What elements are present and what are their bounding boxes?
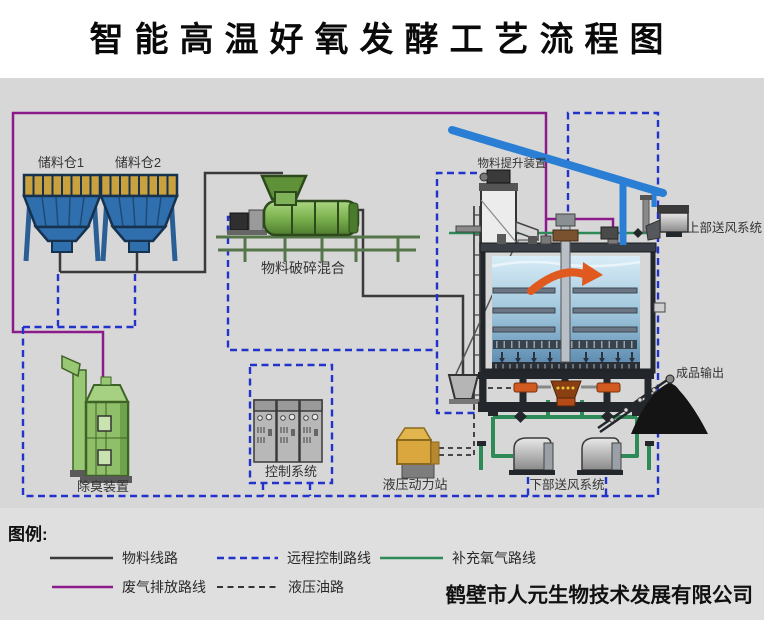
legend-heading: 图例: — [8, 524, 48, 544]
oxygen-valve-icon — [633, 228, 643, 238]
legend-label-oxygen: 补充氧气路线 — [452, 550, 536, 566]
crusher-mixer-machine — [216, 174, 420, 262]
product-pile — [631, 383, 708, 434]
roof-structure — [448, 126, 667, 245]
lower-air-blowers — [509, 437, 623, 475]
product-output-label: 成品输出 — [676, 365, 724, 380]
legend-label-hydraulic: 液压油路 — [288, 579, 344, 595]
upper-air-blower — [640, 195, 689, 241]
page-title: 智能高温好氧发酵工艺流程图 — [90, 21, 675, 59]
legend-label-remote: 远程控制路线 — [287, 550, 371, 566]
lifter-label: 物料提升装置 — [478, 156, 547, 170]
fermentation-tank — [479, 213, 666, 374]
lower-air-label: 下部送风系统 — [529, 477, 604, 492]
header-background — [0, 0, 764, 78]
control-system-cabinets — [253, 399, 323, 463]
hydraulic-power-station — [395, 427, 440, 479]
legend-label-material: 物料线路 — [122, 550, 178, 566]
legend: 图例: 物料线路 远程控制路线 补充氧气路线 废气排放路线 液压油路 — [8, 524, 536, 595]
company-name: 鹤壁市人元生物技术发展有限公司 — [446, 583, 754, 607]
upper-air-label: 上部送风系统 — [687, 220, 762, 235]
hydraulic-cylinder — [596, 382, 621, 393]
crusher-label: 物料破碎混合 — [261, 260, 345, 276]
control-label: 控制系统 — [265, 464, 317, 479]
tank-support-structure — [478, 372, 654, 412]
legend-background — [0, 508, 764, 620]
deodorizer-tower — [61, 354, 132, 483]
hydraulic-cylinder — [513, 382, 538, 393]
material-line — [58, 171, 465, 376]
silo2-label: 储料仓2 — [115, 155, 161, 170]
silo1-label: 储料仓1 — [38, 155, 84, 170]
hydraulic-station-label: 液压动力站 — [382, 477, 447, 492]
deodorizer-label: 除臭装置 — [77, 479, 129, 494]
legend-label-wastegas: 废气排放路线 — [122, 579, 206, 595]
